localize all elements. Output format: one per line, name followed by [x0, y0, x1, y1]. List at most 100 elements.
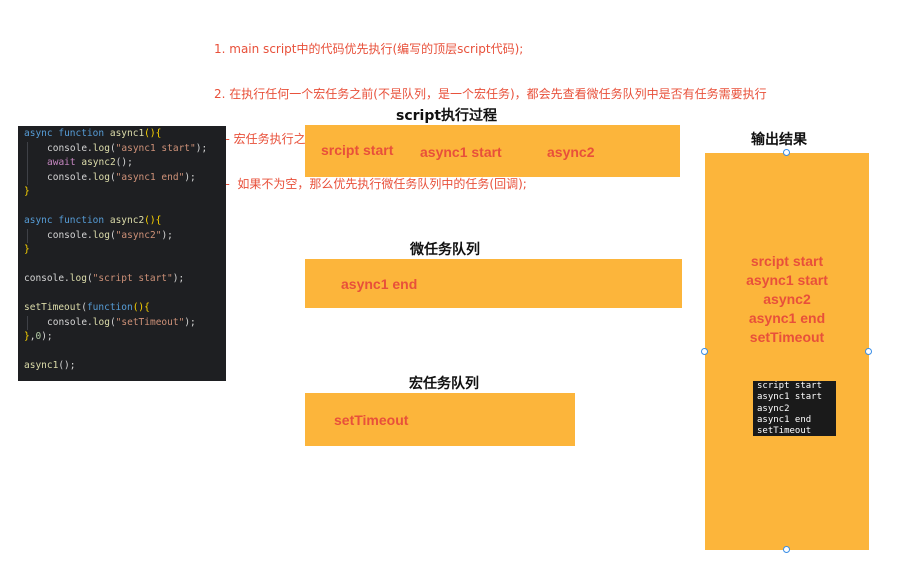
- code-token: log: [92, 316, 110, 328]
- code-line-11: console.log("script start");: [18, 272, 226, 287]
- code-line-13: setTimeout(function(){: [18, 301, 226, 316]
- code-token: (: [109, 316, 116, 328]
- code-line-3: await async2();: [18, 156, 226, 171]
- code-token: (: [109, 229, 116, 241]
- code-line-17: async1();: [18, 359, 226, 374]
- code-token: (: [109, 142, 116, 154]
- code-line-4: console.log("async1 end");: [18, 170, 226, 185]
- script-item-2: async1 start: [420, 144, 502, 160]
- code-token: function: [58, 128, 105, 139]
- output-item-1: srcipt start: [750, 253, 824, 269]
- output-section-title: 输出结果: [751, 132, 807, 148]
- code-token: {: [155, 128, 162, 139]
- code-token: log: [69, 273, 87, 284]
- code-token: }: [24, 186, 30, 197]
- script-item-1: srcipt start: [321, 142, 394, 158]
- code-token: ();: [58, 360, 76, 371]
- code-token: }: [24, 331, 30, 342]
- code-token: log: [92, 142, 110, 154]
- code-token: "async1 start": [115, 142, 196, 154]
- micro-section-title: 微任务队列: [410, 242, 480, 258]
- code-line-blank: [18, 258, 226, 273]
- output-item-2: async1 start: [746, 272, 828, 288]
- code-token: (: [81, 302, 87, 313]
- code-token: );: [41, 331, 53, 342]
- code-token: log: [92, 229, 110, 241]
- output-item-4: async1 end: [748, 310, 826, 326]
- note-line-1: 1. main script中的代码优先执行(编写的顶层script代码);: [214, 42, 524, 56]
- macrotask-queue-box: [305, 393, 575, 446]
- code-token: console.: [47, 229, 93, 241]
- note-line-2: 2. 在执行任何一个宏任务之前(不是队列，是一个宏任务)，都会先查看微任务队列中…: [214, 87, 767, 101]
- output-box: [705, 153, 869, 550]
- code-token: async1: [24, 360, 59, 371]
- script-item-3: async2: [547, 144, 595, 160]
- resize-handle-left[interactable]: [701, 348, 708, 355]
- code-token: async2: [109, 215, 145, 226]
- console-line: async1 start: [757, 392, 823, 403]
- console-line: async2: [757, 403, 790, 414]
- resize-handle-bottom[interactable]: [783, 546, 790, 553]
- note-line-4: - 如果不为空，那么优先执行微任务队列中的任务(回调);: [214, 177, 527, 191]
- code-token: "async1 end": [115, 171, 185, 183]
- code-line-8: console.log("async2");: [18, 228, 226, 243]
- code-token: (): [144, 215, 156, 226]
- code-token: }: [24, 244, 30, 255]
- code-token: );: [195, 142, 208, 154]
- code-token: 0: [35, 331, 42, 342]
- micro-item-1: async1 end: [341, 276, 418, 292]
- output-list: srcipt start async1 start async2 async1 …: [705, 252, 869, 347]
- code-token: console.: [47, 316, 93, 328]
- code-token: function: [58, 215, 105, 226]
- code-token: (: [109, 171, 116, 183]
- macro-item-1: setTimeout: [334, 412, 409, 428]
- console-line: async1 end: [757, 414, 812, 425]
- code-token: async2: [81, 157, 116, 168]
- code-line-5: }: [18, 185, 226, 200]
- code-token: (): [132, 302, 145, 313]
- code-token: (: [86, 273, 93, 284]
- code-token: console.: [24, 273, 70, 284]
- script-exec-box: [305, 125, 680, 177]
- code-token: log: [92, 171, 110, 183]
- code-token: async: [24, 215, 53, 226]
- code-line-blank: [18, 200, 226, 215]
- output-item-5: setTimeout: [749, 329, 825, 345]
- console-line: setTimeout: [757, 426, 812, 436]
- script-section-title: script执行过程: [396, 108, 498, 124]
- code-line-blank: [18, 287, 226, 302]
- code-token: function: [86, 302, 133, 313]
- code-token: "script start": [92, 273, 173, 284]
- output-item-3: async2: [763, 291, 811, 307]
- code-token: "setTimeout": [115, 316, 185, 328]
- code-token: await: [47, 157, 76, 168]
- code-token: console.: [47, 142, 93, 154]
- code-line-blank: [18, 345, 226, 360]
- resize-handle-top[interactable]: [783, 149, 790, 156]
- code-line-14: console.log("setTimeout");: [18, 315, 226, 330]
- code-token: {: [155, 215, 162, 226]
- code-token: async: [24, 128, 53, 139]
- code-token: );: [184, 316, 196, 328]
- macro-section-title: 宏任务队列: [409, 376, 479, 392]
- code-line-7: async function async2(){: [18, 214, 226, 229]
- code-token: );: [184, 171, 196, 183]
- code-token: "async2": [115, 229, 162, 241]
- code-snippet: async function async1(){ console.log("as…: [18, 126, 226, 381]
- code-token: ();: [115, 157, 133, 168]
- code-token: console.: [47, 171, 93, 183]
- console-line: script start: [757, 381, 823, 391]
- code-token: (): [144, 128, 156, 139]
- code-token: ,: [29, 331, 36, 342]
- code-token: );: [161, 229, 173, 241]
- code-token: setTimeout: [24, 302, 82, 313]
- code-token: );: [172, 273, 185, 284]
- code-line-9: }: [18, 243, 226, 258]
- code-line-2: console.log("async1 start");: [18, 141, 226, 156]
- code-token: async1: [109, 128, 145, 139]
- code-token: {: [144, 302, 150, 313]
- code-line-1: async function async1(){: [18, 127, 226, 142]
- resize-handle-right[interactable]: [865, 348, 872, 355]
